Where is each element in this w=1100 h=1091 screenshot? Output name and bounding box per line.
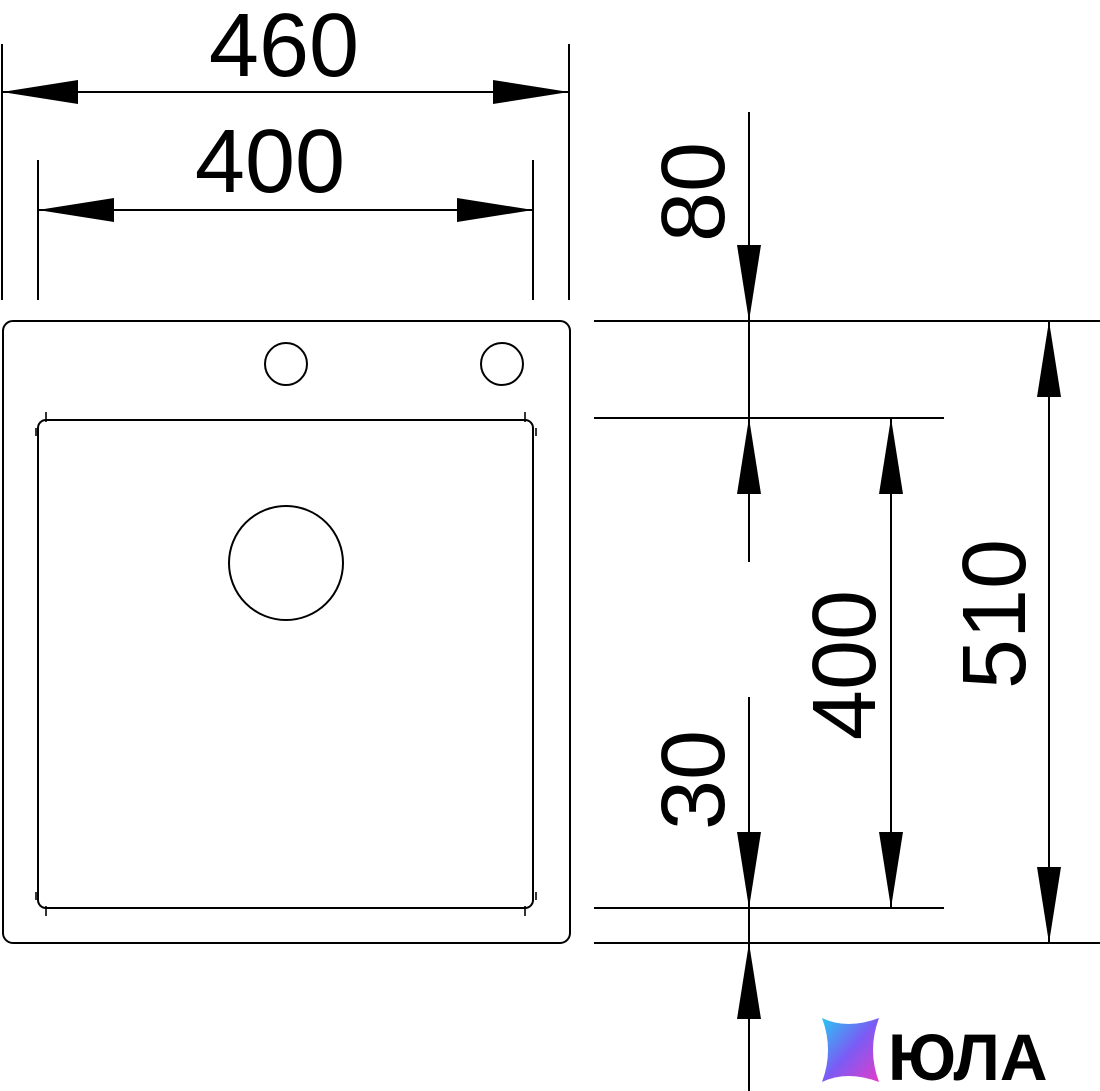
logo: ЮЛА (822, 1018, 1048, 1091)
dimension-label-bottom-margin: 30 (644, 730, 744, 830)
dimension-label-overall-width: 460 (209, 0, 359, 96)
dimension-top-margin: 80 (594, 112, 1100, 562)
dimension-label-top-margin: 80 (644, 142, 744, 242)
bowl-corner-marks (35, 412, 537, 916)
logo-text: ЮЛА (888, 1020, 1048, 1091)
arrowhead-up (737, 943, 761, 1019)
sink-outline (2, 320, 571, 944)
arrowhead-left (2, 80, 78, 104)
dimension-bottom-margin: 30 (594, 697, 1100, 1091)
dimension-bowl-width: 400 (37, 112, 534, 300)
dimension-bowl-depth: 400 (795, 418, 903, 908)
drain-hole-icon (228, 505, 344, 621)
dimension-overall-width: 460 (1, 0, 570, 300)
arrowhead-down (737, 245, 761, 321)
arrowhead-down (879, 832, 903, 908)
dimension-label-bowl-width: 400 (195, 112, 345, 212)
arrowhead-right (457, 198, 533, 222)
logo-star-icon (822, 1018, 879, 1082)
arrowhead-right (493, 80, 569, 104)
arrowhead-down (737, 832, 761, 908)
dimension-label-overall-depth: 510 (945, 539, 1045, 689)
tap-hole-icon (264, 342, 308, 386)
sink-bowl-outline (37, 419, 534, 909)
sink-deck-outline (2, 320, 571, 944)
dimension-label-bowl-depth: 400 (795, 590, 895, 740)
arrowhead-up (1037, 321, 1061, 397)
arrowhead-left (38, 198, 114, 222)
tap-hole-icon (480, 342, 524, 386)
arrowhead-down (1037, 867, 1061, 943)
dimension-overall-depth: 510 (945, 321, 1061, 943)
arrowhead-up (737, 418, 761, 494)
arrowhead-up (879, 418, 903, 494)
